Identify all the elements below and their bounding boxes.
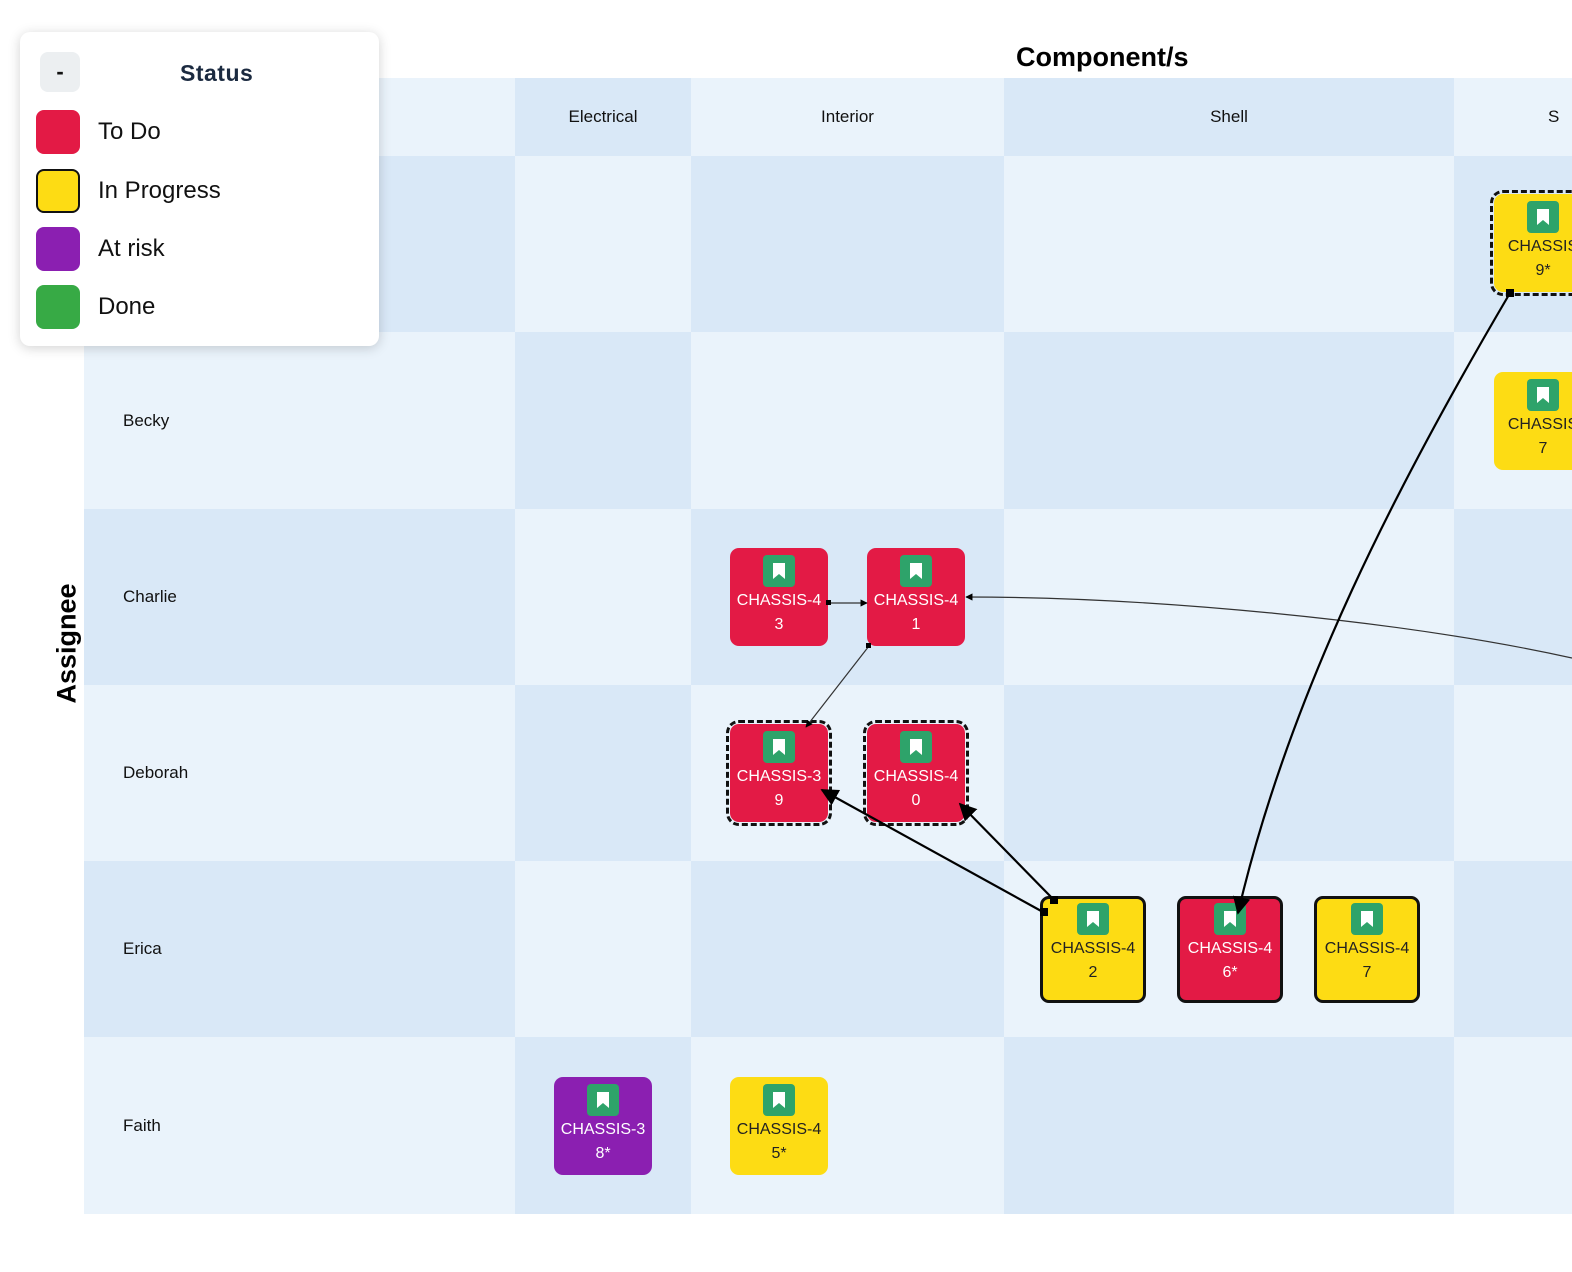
grid-cell [515, 332, 691, 509]
issue-card[interactable]: CHASSIS 7 [1494, 372, 1572, 470]
row-header-cell [84, 1037, 515, 1214]
card-key: CHASSIS [1507, 238, 1572, 255]
card-number: 9 [774, 792, 784, 809]
issue-card[interactable]: CHASSIS 9* [1490, 190, 1572, 296]
legend-swatch [36, 285, 80, 329]
grid-cell [691, 861, 1004, 1037]
grid-cell [1004, 1037, 1454, 1214]
row-header-cell [84, 861, 515, 1037]
column-axis-title: Component/s [1016, 42, 1189, 72]
legend-item-in-progress: In Progress [36, 169, 221, 213]
row-header-cell [84, 332, 515, 509]
issue-card[interactable]: CHASSIS-4 3 [730, 548, 828, 646]
row-header-cell [84, 685, 515, 861]
bookmark-icon [900, 555, 932, 587]
header-cell-s [1454, 78, 1572, 156]
legend-collapse-button[interactable]: - [40, 52, 80, 92]
card-number: 9* [1535, 262, 1551, 279]
card-number: 3 [774, 616, 784, 633]
card-key: CHASSIS [1507, 416, 1572, 433]
card-key: CHASSIS-4 [873, 592, 959, 609]
card-number: 2 [1088, 964, 1098, 981]
bookmark-icon [1527, 379, 1559, 411]
grid-cell [1454, 685, 1572, 861]
grid-cell [1454, 861, 1572, 1037]
card-number: 7 [1538, 440, 1548, 457]
issue-card[interactable]: CHASSIS-4 1 [867, 548, 965, 646]
card-number: 8* [595, 1145, 611, 1162]
grid-cell [1004, 156, 1454, 332]
legend-label: To Do [98, 118, 161, 145]
status-legend: - Status To Do In Progress At risk Done [20, 32, 379, 346]
column-header-interior: Interior [821, 107, 874, 126]
card-number: 0 [911, 792, 921, 809]
card-number: 1 [911, 616, 921, 633]
row-header-cell [84, 509, 515, 685]
card-key: CHASSIS-3 [736, 768, 822, 785]
row-axis-title: Assignee [51, 583, 82, 704]
card-number: 7 [1362, 964, 1372, 981]
legend-item-done: Done [36, 285, 155, 329]
card-key: CHASSIS-3 [560, 1121, 646, 1138]
issue-card[interactable]: CHASSIS-4 2 [1040, 896, 1146, 1003]
legend-label: Done [98, 293, 156, 320]
grid-cell [515, 156, 691, 332]
header-cell-shell [1004, 78, 1454, 156]
grid-cell [1004, 509, 1454, 685]
grid-cell [1454, 509, 1572, 685]
bookmark-icon [763, 555, 795, 587]
card-key: CHASSIS-4 [1187, 940, 1273, 957]
grid-cell [515, 509, 691, 685]
header-cell-interior [691, 78, 1004, 156]
column-header-s: S [1548, 107, 1560, 126]
legend-item-at-risk: At risk [36, 227, 165, 271]
issue-card[interactable]: CHASSIS-3 9 [726, 720, 832, 826]
row-header-erica: Erica [123, 939, 162, 958]
grid-cell [691, 332, 1004, 509]
column-header-shell: Shell [1210, 107, 1248, 126]
grid-cell [1004, 332, 1454, 509]
row-header-faith: Faith [123, 1115, 161, 1135]
legend-swatch [36, 169, 80, 213]
issue-card[interactable]: CHASSIS-4 6* [1177, 896, 1283, 1003]
column-header-electrical: Electrical [568, 107, 638, 126]
card-number: 6* [1222, 964, 1238, 981]
bookmark-icon [763, 731, 795, 763]
row-header-becky: Becky [123, 410, 170, 430]
grid-cell [1004, 685, 1454, 861]
grid-cell [515, 861, 691, 1037]
legend-swatch [36, 227, 80, 271]
card-key: CHASSIS-4 [1324, 940, 1410, 957]
bookmark-icon [763, 1084, 795, 1116]
header-cell-electrical [515, 78, 691, 156]
card-number: 5* [771, 1145, 787, 1162]
bookmark-icon [1214, 903, 1246, 935]
row-header-deborah: Deborah [123, 763, 189, 782]
card-key: CHASSIS-4 [736, 592, 822, 609]
legend-swatch [36, 110, 80, 154]
legend-label: At risk [98, 235, 165, 262]
bookmark-icon [900, 731, 932, 763]
card-key: CHASSIS-4 [1050, 940, 1136, 957]
bookmark-icon [1077, 903, 1109, 935]
grid-cell [691, 156, 1004, 332]
bookmark-icon [587, 1084, 619, 1116]
issue-card[interactable]: CHASSIS-4 0 [863, 720, 969, 826]
legend-item-todo: To Do [36, 110, 161, 154]
legend-label: In Progress [98, 177, 221, 204]
bookmark-icon [1527, 201, 1559, 233]
issue-card[interactable]: CHASSIS-4 5* [730, 1077, 828, 1175]
bookmark-icon [1351, 903, 1383, 935]
grid-cell [1454, 1037, 1572, 1214]
card-key: CHASSIS-4 [873, 768, 959, 785]
issue-card[interactable]: CHASSIS-4 7 [1314, 896, 1420, 1003]
legend-title: Status [180, 60, 254, 86]
card-key: CHASSIS-4 [736, 1121, 822, 1138]
issue-card[interactable]: CHASSIS-3 8* [554, 1077, 652, 1175]
row-header-charlie: Charlie [123, 587, 177, 606]
grid-cell [515, 685, 691, 861]
